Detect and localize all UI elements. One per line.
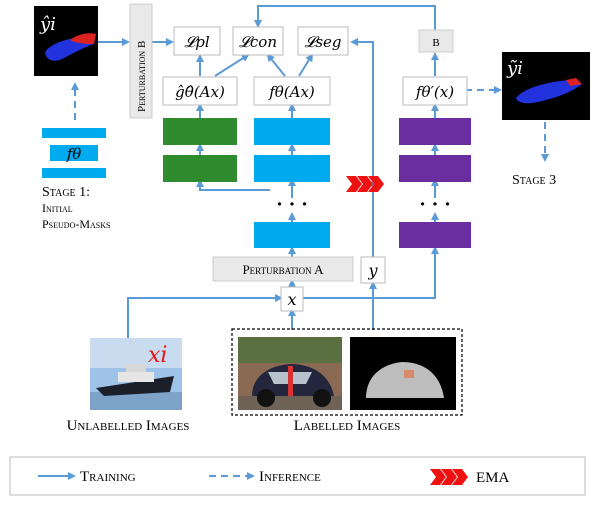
dots-left: · · · [276, 194, 307, 215]
b-box-label: B [432, 37, 439, 49]
arrow-f-theta-to-loss-seg [298, 53, 314, 77]
function-labels: ĝθ̂(Ax) fθ(Ax) fθ′(x) [162, 76, 468, 106]
labelled-images-label: Labelled Images [294, 418, 401, 434]
arrow-b-to-loss-con [254, 5, 436, 30]
y-node: y [360, 256, 386, 284]
purple-layer-1 [399, 118, 471, 145]
f-theta-label: fθ [66, 145, 82, 163]
legend-ema-label: EMA [476, 470, 510, 486]
stage1-line1: Stage 1: [42, 185, 90, 200]
arrow-x-to-teacher [303, 246, 439, 299]
purple-teacher-stack: · · · [399, 118, 471, 248]
x-node: x [280, 286, 304, 312]
loss-pl-label: 𝓛pl [184, 33, 210, 51]
y-label: y [367, 261, 378, 280]
loss-con-label: 𝓛con [239, 33, 277, 51]
stage1-line3: Pseudo-Masks [42, 217, 110, 231]
legend-inference-label: Inference [259, 469, 321, 485]
loss-con-box [232, 26, 284, 56]
green-layer-2 [163, 155, 237, 182]
labelled-images-group [231, 328, 463, 416]
arrow-y-to-loss-seg [350, 38, 374, 257]
legend-ema-icon [430, 469, 468, 485]
g-hat-label: ĝθ̂(Ax) [175, 83, 225, 101]
arrow-unlabelled-to-x [127, 294, 283, 338]
arrow-g-hat-to-loss-con [214, 53, 250, 77]
x-i-label: xi [148, 343, 167, 368]
perturbation-a: Perturbation A [212, 256, 354, 282]
green-layer-1 [163, 118, 237, 145]
cyan-layer-3 [254, 222, 330, 248]
unlabelled-image: xi [90, 338, 182, 410]
labelled-car-mask [350, 337, 456, 410]
stage3-label: Stage 3 [512, 173, 556, 188]
teacher-output-image: ỹi [502, 52, 590, 120]
loss-boxes: 𝓛pl 𝓛con 𝓛seg B [173, 26, 454, 56]
pseudo-mask-image: ŷi [34, 6, 98, 76]
legend: Training Inference EMA [9, 456, 586, 496]
green-decoder-stack [163, 118, 237, 182]
stage1-network: fθ [42, 128, 106, 178]
x-label: x [287, 290, 296, 309]
loss-pl-box [173, 26, 221, 56]
f-theta-ax-label: fθ(Ax) [268, 83, 315, 101]
y-tilde-i-label: ỹi [506, 58, 523, 79]
arrow-f-theta-to-loss-con [266, 53, 286, 77]
purple-layer-2 [399, 155, 471, 182]
b-box [418, 29, 454, 53]
inference-arrows [71, 82, 549, 162]
perturbation-a-label: Perturbation A [242, 262, 324, 277]
stage1-line2: Initial [42, 201, 73, 215]
y-hat-i-label: ŷi [39, 14, 56, 35]
ema-chevrons-mid [346, 176, 384, 192]
dots-right: · · · [419, 194, 450, 215]
purple-layer-3 [399, 222, 471, 248]
perturbation-b: Perturbation B [129, 3, 153, 119]
cyan-layer-1 [254, 118, 330, 145]
cyan-student-stack: · · · [254, 118, 330, 248]
legend-training-label: Training [80, 469, 136, 485]
loss-seg-box [297, 26, 349, 56]
loss-seg-label: 𝓛seg [304, 33, 341, 51]
f-theta-prime-label: fθ′(x) [415, 83, 454, 101]
labelled-car-photo [238, 337, 342, 410]
arrow-encoder-to-green [196, 179, 270, 191]
cyan-layer-2 [254, 155, 330, 182]
unlabelled-images-label: Unlabelled Images [67, 418, 190, 434]
connectors [98, 5, 439, 338]
perturbation-b-label: Perturbation B [136, 41, 148, 112]
legend-frame [9, 456, 586, 496]
